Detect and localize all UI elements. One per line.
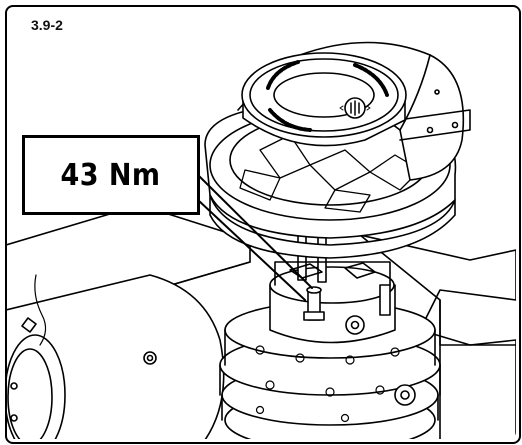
motor-housing [6, 274, 225, 439]
figure-number: 3.9-2 [31, 17, 63, 33]
torque-leader-line [197, 174, 313, 301]
top-cap [241, 52, 407, 147]
logo-ring-text [266, 60, 389, 132]
gypsy-wheel [204, 109, 457, 259]
torque-stud [303, 286, 325, 321]
torque-callout: 43 Nm [22, 135, 200, 215]
torque-value: 43 Nm [61, 157, 161, 193]
anchor-emblem-icon [339, 97, 371, 119]
deck-plate-right [359, 234, 516, 439]
